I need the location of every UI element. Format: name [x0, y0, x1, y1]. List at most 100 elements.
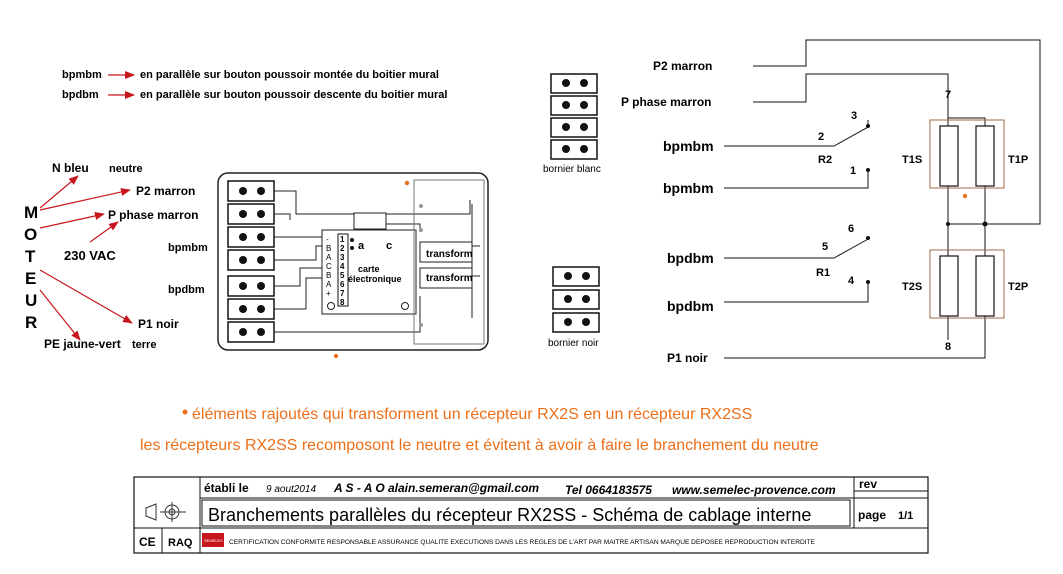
title-block: établi le 9 aout2014 A S - A O alain.sem… — [133, 476, 929, 554]
legend-desc-descente: en parallèle sur bouton poussoir descent… — [140, 89, 447, 101]
pin-2: 2 — [340, 244, 345, 253]
node-1: 1 — [850, 165, 856, 177]
label-terre: terre — [132, 339, 156, 351]
relay-r2: R2 — [818, 154, 832, 166]
coil-t2s — [939, 255, 959, 317]
tb-tel: Tel 0664183575 — [565, 483, 652, 497]
legend-code-bpmbm: bpmbm — [62, 69, 102, 81]
tb-certification: CERTIFICATION CONFORMITE RESPONSABLE ASS… — [229, 539, 816, 546]
moteur-letter-o: O — [24, 225, 37, 244]
label-bpdbm-left: bpdbm — [168, 284, 205, 296]
coil-t1s — [939, 125, 959, 187]
tb-page-num: 1/1 — [898, 510, 913, 522]
motor-arrows — [39, 175, 133, 341]
moteur-letter-e: E — [25, 269, 36, 288]
note-line-1: éléments rajoutés qui transforment un ré… — [192, 406, 752, 423]
sch-bpmbm-2: bpmbm — [663, 180, 714, 196]
moteur-letter-t: T — [25, 247, 36, 266]
semelec-logo-text: SEMELEC — [204, 538, 223, 543]
moteur-letter-r: R — [25, 313, 37, 332]
arrow-n-bleu — [39, 175, 79, 209]
pin-3: 3 — [340, 253, 345, 262]
pin-label-3: A — [326, 253, 332, 262]
label-t2s: T2S — [902, 281, 922, 293]
card-label: carte — [358, 264, 380, 274]
arrow-230vac — [89, 221, 119, 243]
label-pe-jaune-vert: PE jaune-vert — [44, 337, 121, 351]
pin-6: 6 — [340, 280, 345, 289]
legend-code-bpdbm: bpdbm — [62, 89, 99, 101]
transform-label-2: transform — [426, 273, 473, 284]
transform-box-2 — [419, 267, 473, 289]
node-5: 5 — [822, 241, 828, 253]
projection-symbol-icon — [145, 502, 186, 522]
arrow-p2-marron — [39, 188, 131, 211]
label-p1-noir: P1 noir — [138, 317, 179, 331]
pin-8: 8 — [340, 298, 345, 307]
pin-1: 1 — [340, 235, 345, 244]
sch-bpmbm-1: bpmbm — [663, 138, 714, 154]
label-n-bleu: N bleu — [52, 161, 89, 175]
sch-p1-noir: P1 noir — [667, 351, 708, 365]
moteur-letter-m: M — [24, 203, 38, 222]
legend-desc-montee: en parallèle sur bouton poussoir montée … — [140, 69, 439, 81]
pin-label-6: A — [326, 280, 332, 289]
contact-a: a — [358, 240, 365, 252]
note-line-2: les récepteurs RX2SS recomposont le neut… — [140, 437, 819, 454]
transform-label-1: transform — [426, 249, 473, 260]
tb-email: alain.semeran@gmail.com — [388, 481, 539, 495]
orange-dot — [333, 353, 339, 359]
tb-rev: rev — [859, 477, 877, 491]
sch-bpdbm-2: bpdbm — [667, 298, 714, 314]
sch-bpdbm-1: bpdbm — [667, 250, 714, 266]
bornier-blanc: bornier blanc — [543, 73, 601, 175]
transformer-frame-2 — [929, 249, 1005, 319]
pin-label-5: B — [326, 271, 331, 280]
node-8: 8 — [945, 341, 951, 353]
moteur-letter-u: U — [25, 291, 37, 310]
raq-mark: RAQ — [168, 537, 193, 549]
arrow-p1-noir — [39, 269, 133, 324]
tb-asao: A S - A O — [333, 481, 385, 495]
pin-column: 1 2 3 4 5 6 7 8 - B A C B A + — [326, 233, 349, 307]
transform-frame — [413, 179, 485, 345]
label-neutre: neutre — [109, 163, 143, 175]
pin-label-1: - — [326, 235, 329, 244]
coil-t1p — [975, 125, 995, 187]
node-6: 6 — [848, 223, 854, 235]
transformer-frame-1 — [929, 119, 1005, 189]
notes: éléments rajoutés qui transforment un ré… — [140, 406, 819, 454]
pin-label-2: B — [326, 244, 331, 253]
sch-p-phase-marron: P phase marron — [621, 95, 711, 109]
label-t2p: T2P — [1008, 281, 1028, 293]
note-bullet — [182, 409, 188, 415]
arrow-p-phase — [39, 212, 105, 229]
arrow-pe — [39, 289, 81, 341]
card-relay — [353, 212, 387, 230]
label-230vac: 230 VAC — [64, 248, 116, 263]
legend: bpmbm en parallèle sur bouton poussoir m… — [62, 69, 447, 101]
schematic: P2 marron P phase marron bpmbm bpmbm bpd… — [621, 39, 1041, 365]
label-p2-marron: P2 marron — [136, 184, 195, 198]
motor-labels: N bleu neutre P2 marron P phase marron 2… — [24, 161, 208, 351]
tb-title: Branchements parallèles du récepteur RX2… — [208, 505, 811, 525]
sch-p2-marron: P2 marron — [653, 59, 712, 73]
contact-c: c — [386, 240, 392, 252]
pin-label-4: C — [326, 262, 332, 271]
node-4: 4 — [848, 275, 855, 287]
bornier-blanc-label: bornier blanc — [543, 164, 601, 175]
schematic-wires — [724, 39, 1041, 359]
orange-dot — [962, 193, 968, 199]
transform-box-1 — [419, 241, 473, 263]
node-2: 2 — [818, 131, 824, 143]
tb-date: 9 aout2014 — [266, 484, 316, 495]
pin-label-7: + — [326, 289, 331, 298]
label-bpmbm-left: bpmbm — [168, 242, 208, 254]
label-p-phase-marron: P phase marron — [108, 208, 198, 222]
label-t1s: T1S — [902, 154, 922, 166]
label-t1p: T1P — [1008, 154, 1028, 166]
pin-4: 4 — [340, 262, 345, 271]
board-outline — [217, 172, 489, 351]
bornier-noir: bornier noir — [548, 266, 600, 349]
